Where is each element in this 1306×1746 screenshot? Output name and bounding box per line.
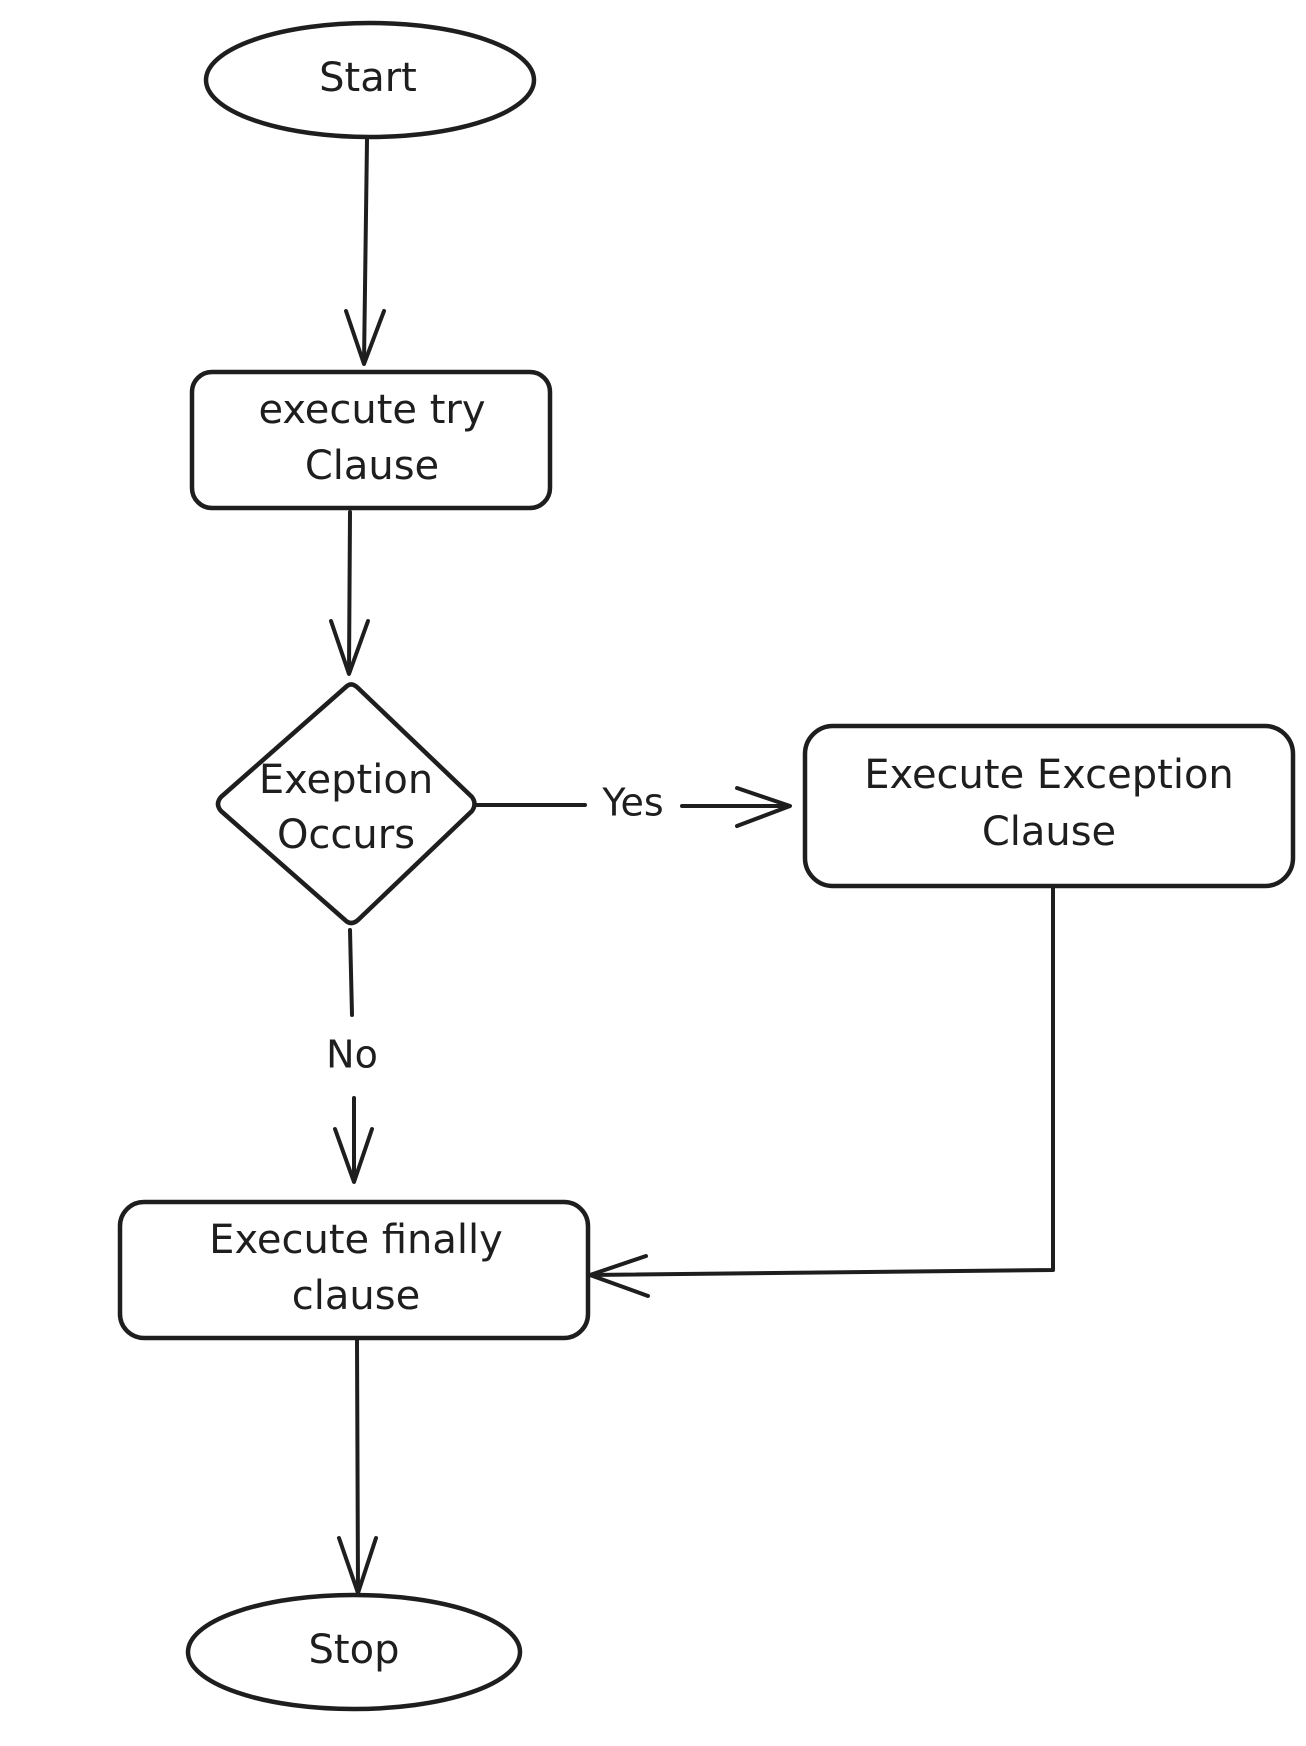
try-process: execute try Clause [189, 369, 553, 511]
start-terminal: Start [203, 20, 537, 140]
exception-label-line-2: Clause [982, 809, 1116, 855]
connector-yes [473, 786, 792, 828]
connector-no [333, 928, 374, 1184]
start-label: Start [319, 55, 417, 101]
connector-exception-to-finally [588, 886, 1055, 1298]
connector-finally-to-stop [337, 1338, 378, 1595]
stop-label: Stop [309, 1627, 400, 1673]
exception-process: Execute Exception Clause [802, 723, 1296, 889]
connector-start-to-try [344, 138, 386, 366]
connector-try-to-decision [329, 510, 370, 676]
edge-label-yes: Yes [601, 781, 663, 825]
edge-label-no: No [326, 1033, 378, 1077]
stop-terminal: Stop [185, 1592, 523, 1712]
try-label-line-2: Clause [305, 443, 439, 489]
decision-label-line-2: Occurs [277, 812, 415, 858]
finally-process: Execute finally clause [117, 1199, 591, 1341]
finally-label-line-1: Execute finally [209, 1217, 503, 1263]
exception-label-line-1: Execute Exception [864, 752, 1234, 798]
decision-diamond: Exeption Occurs [215, 682, 477, 926]
decision-label-line-1: Exeption [259, 757, 433, 803]
finally-label-line-2: clause [292, 1273, 420, 1319]
try-label-line-1: execute try [258, 387, 485, 433]
